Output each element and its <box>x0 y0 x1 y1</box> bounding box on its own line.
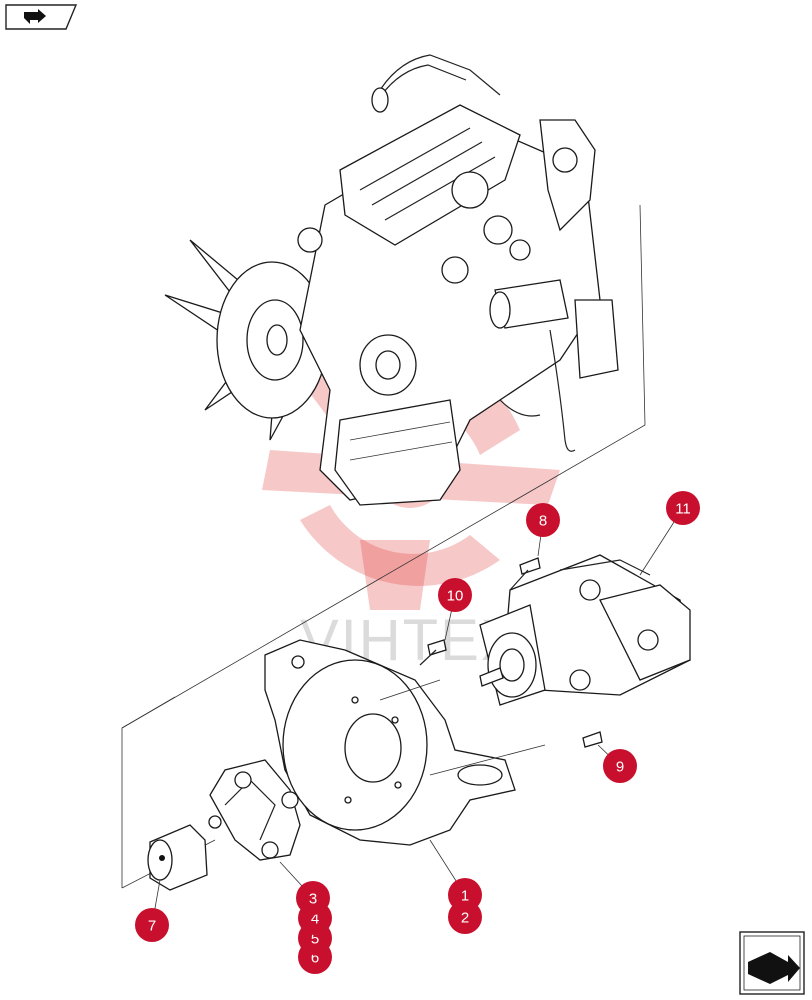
hydraulic-pump <box>479 554 691 706</box>
return-arrow-icon <box>24 9 46 24</box>
svg-text:10: 10 <box>447 588 464 605</box>
callout-1[interactable]: 1 <box>448 878 482 912</box>
svg-text:4: 4 <box>311 911 319 928</box>
flexible-coupling <box>208 759 301 861</box>
bolt-10 <box>419 639 447 666</box>
svg-text:7: 7 <box>148 918 156 935</box>
flywheel-housing <box>264 639 516 846</box>
svg-text:2: 2 <box>461 910 469 927</box>
back-nav-button[interactable] <box>5 4 78 30</box>
callout-9[interactable]: 9 <box>603 749 637 783</box>
leader-lines <box>151 507 684 926</box>
callout-11[interactable]: 11 <box>666 491 700 525</box>
svg-text:8: 8 <box>539 513 547 530</box>
svg-text:3: 3 <box>309 891 317 908</box>
callout-8[interactable]: 8 <box>526 503 560 537</box>
coupling-hub <box>147 824 208 891</box>
callout-7[interactable]: 7 <box>135 908 169 942</box>
bolt-8 <box>509 557 541 591</box>
forward-arrow-icon <box>748 952 800 984</box>
bolt-9 <box>582 731 603 748</box>
svg-text:9: 9 <box>616 759 624 776</box>
svg-text:6: 6 <box>311 950 319 967</box>
svg-text:11: 11 <box>675 501 691 518</box>
svg-text:1: 1 <box>461 888 469 905</box>
svg-text:5: 5 <box>311 931 319 948</box>
callout-3[interactable]: 3 <box>296 881 330 915</box>
forward-nav-button[interactable] <box>739 931 805 995</box>
engine-assembly <box>164 54 619 506</box>
callout-10[interactable]: 10 <box>438 578 472 612</box>
